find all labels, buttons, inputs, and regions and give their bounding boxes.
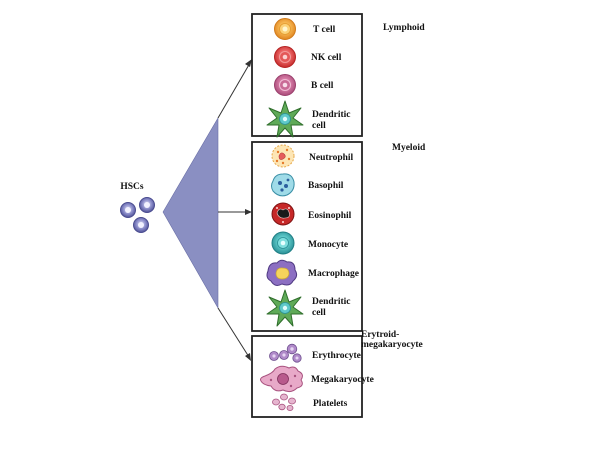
arrow-to-lymphoid: [217, 59, 252, 119]
neutrophil-icon: [271, 144, 295, 168]
myeloid-title: Myeloid: [392, 143, 426, 153]
erythroid-title: Erytroid- megakaryocyte: [361, 330, 423, 350]
t-cell-icon: [274, 18, 296, 40]
megakaryocyte-label: Megakaryocyte: [311, 375, 374, 385]
macrophage-label: Macrophage: [308, 269, 359, 279]
eosinophil-icon: [271, 202, 295, 226]
monocyte-icon: [271, 231, 295, 255]
dendritic-cell-label-lymphoid: Dendritic cell: [312, 110, 353, 131]
differentiation-fan: [162, 116, 219, 310]
dendritic-cell-label-myeloid: Dendritic cell: [312, 297, 353, 318]
eosinophil-label: Eosinophil: [308, 211, 352, 221]
macrophage-icon: [266, 259, 298, 286]
stem-cell-cluster-icon: [120, 197, 155, 233]
nk-cell-label: NK cell: [311, 53, 342, 63]
lymphoid-box: [251, 13, 363, 137]
hsc-label: HSCs: [120, 182, 144, 192]
basophil-icon: [271, 173, 295, 197]
platelets-icon: [272, 393, 296, 411]
platelets-label: Platelets: [313, 399, 348, 409]
basophil-label: Basophil: [308, 181, 344, 191]
nk-cell-icon: [274, 46, 296, 68]
lymphoid-title: Lymphoid: [383, 23, 425, 33]
dendritic-cell-icon: [266, 100, 304, 138]
neutrophil-label: Neutrophil: [309, 153, 354, 163]
b-cell-label: B cell: [311, 81, 334, 91]
erythrocyte-icon: [269, 343, 302, 363]
t-cell-label: T cell: [313, 25, 336, 35]
erythroid-box: [251, 335, 363, 418]
arrow-to-erythroid: [217, 307, 251, 361]
dendritic-cell-icon: [266, 289, 304, 327]
megakaryocyte-icon: [260, 365, 303, 393]
monocyte-label: Monocyte: [308, 240, 348, 250]
arrow-to-myeloid: [218, 209, 252, 215]
myeloid-box: [251, 141, 363, 332]
b-cell-icon: [274, 74, 296, 96]
erythrocyte-label: Erythrocyte: [312, 351, 361, 361]
